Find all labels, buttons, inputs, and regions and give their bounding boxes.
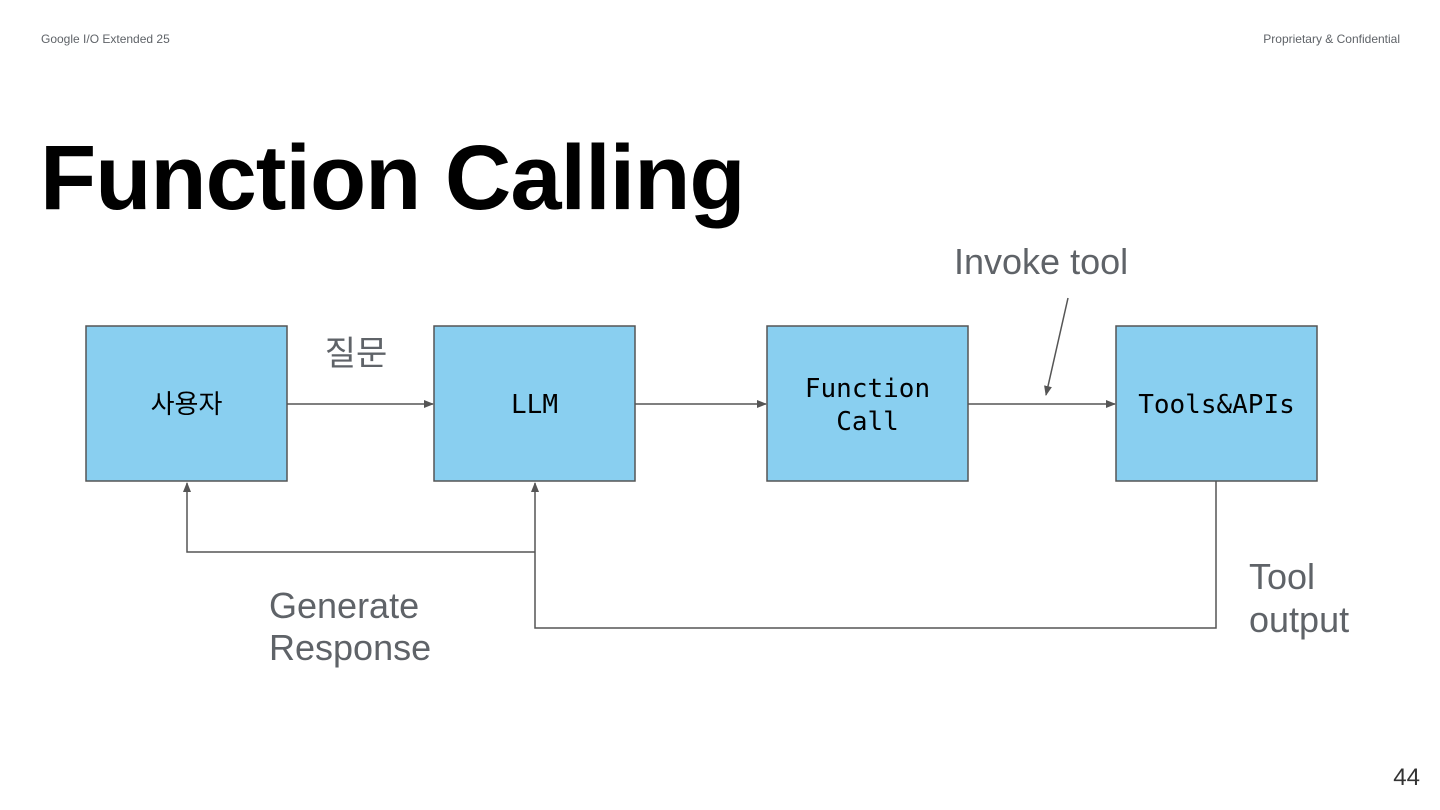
arrow-llm-to-user bbox=[183, 482, 535, 553]
invoke-tool-pointer bbox=[1044, 297, 1069, 396]
node-user-label: 사용자 bbox=[151, 390, 223, 420]
label-question: 질문 bbox=[325, 334, 388, 374]
label-generate-response-line2: Response bbox=[269, 627, 431, 668]
confidentiality-note: Proprietary & Confidential bbox=[1263, 32, 1400, 46]
node-llm: LLM bbox=[433, 325, 636, 482]
node-function-call-label-line1: Function bbox=[805, 374, 930, 404]
event-name: Google I/O Extended 25 bbox=[41, 32, 170, 46]
node-tools-box bbox=[1115, 325, 1318, 482]
label-invoke-tool: Invoke tool bbox=[954, 241, 1128, 282]
node-function-call-label-line2: Call bbox=[836, 407, 899, 437]
node-tools: Tools&APIs bbox=[1115, 325, 1318, 482]
node-function-call: Function Call bbox=[766, 325, 969, 482]
label-tool-output-line2: output bbox=[1249, 599, 1349, 640]
node-user-box bbox=[85, 325, 288, 482]
node-llm-label: LLM bbox=[511, 390, 558, 420]
node-user: 사용자 bbox=[85, 325, 288, 482]
arrow-tools-to-llm bbox=[531, 481, 1217, 629]
label-tool-output-line1: Tool bbox=[1249, 556, 1315, 597]
page-number: 44 bbox=[1393, 764, 1420, 791]
slide-title: Function Calling bbox=[40, 127, 746, 229]
node-function-call-box bbox=[766, 325, 969, 482]
label-generate-response-line1: Generate bbox=[269, 585, 419, 626]
node-llm-box bbox=[433, 325, 636, 482]
node-tools-label: Tools&APIs bbox=[1138, 390, 1295, 420]
